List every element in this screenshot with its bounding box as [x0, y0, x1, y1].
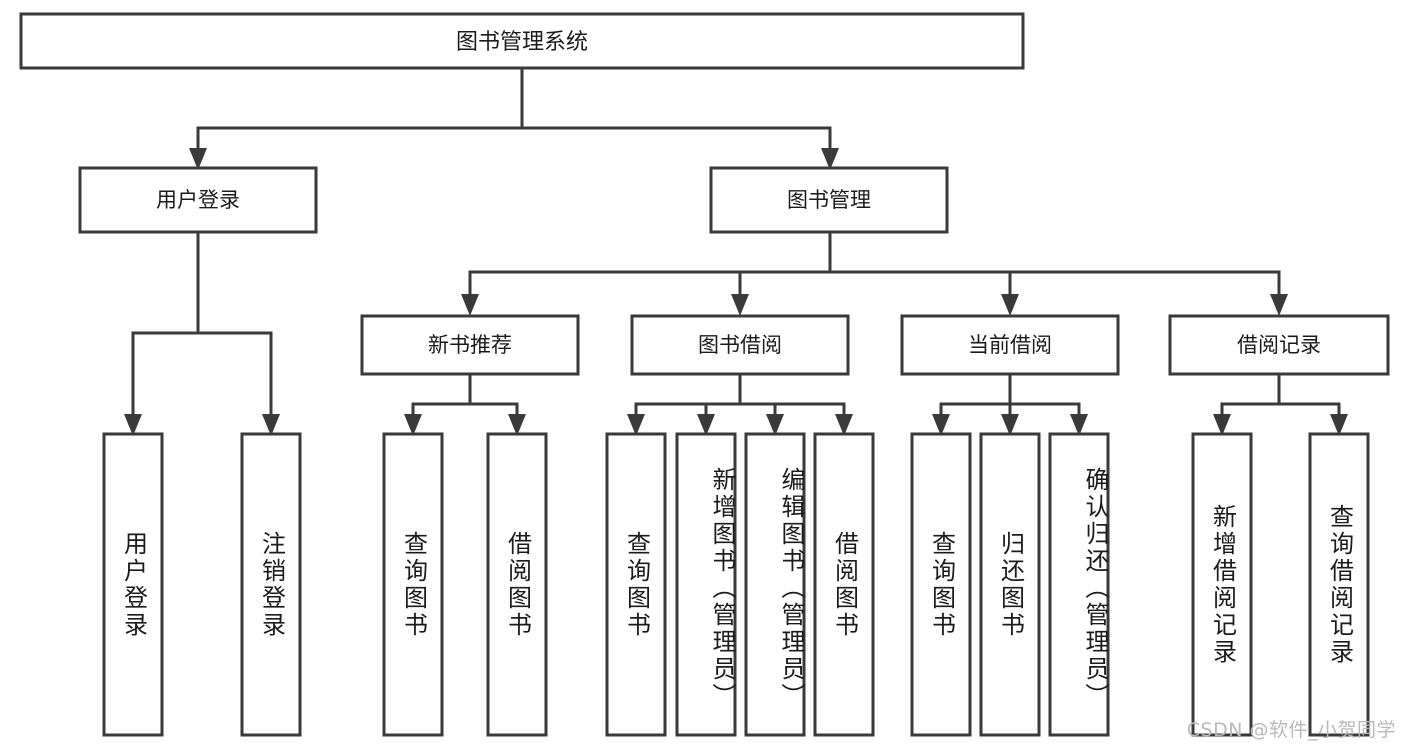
- leaf-box-query-book-1[interactable]: [382, 432, 444, 737]
- arrow-icon: [461, 294, 479, 316]
- node-book-borrow-box[interactable]: [630, 314, 850, 376]
- connector-userlogin-to-leaves: [124, 230, 280, 436]
- connector-root-to-level2: [189, 66, 839, 170]
- leaf-box-add-book[interactable]: [675, 432, 737, 737]
- arrow-icon: [1270, 294, 1288, 316]
- leaf-box-add-record[interactable]: [1191, 432, 1253, 737]
- node-user-login[interactable]: 用户登录: [78, 166, 318, 234]
- node-book-borrow-label: 图书借阅: [698, 333, 782, 357]
- leaf-box-user-login[interactable]: [102, 432, 164, 737]
- leaf-boxes: [102, 432, 1370, 737]
- node-new-book-recommend-label: 新书推荐: [428, 333, 512, 357]
- node-borrow-record-box[interactable]: [1168, 314, 1390, 376]
- node-user-login-box[interactable]: [78, 166, 318, 234]
- node-user-login-label: 用户登录: [156, 188, 240, 212]
- leaf-box-query-book-3[interactable]: [910, 432, 972, 737]
- leaf-box-borrow-book-2[interactable]: [813, 432, 875, 737]
- node-current-borrow-label: 当前借阅: [968, 333, 1052, 357]
- leaf-box-logout-login[interactable]: [240, 432, 302, 737]
- arrow-icon: [1001, 294, 1019, 316]
- leaf-box-return-book[interactable]: [979, 432, 1041, 737]
- connector-bookmgmt-to-level3: [461, 230, 1288, 316]
- leaf-box-confirm-return[interactable]: [1048, 432, 1110, 737]
- connector-currentborrow-to-leaves: [932, 372, 1088, 436]
- node-book-management-label: 图书管理: [787, 188, 871, 212]
- node-current-borrow-box[interactable]: [900, 314, 1120, 376]
- leaf-box-edit-book[interactable]: [744, 432, 806, 737]
- leaf-box-query-record[interactable]: [1308, 432, 1370, 737]
- node-borrow-record-label: 借阅记录: [1237, 333, 1321, 357]
- node-book-management[interactable]: 图书管理: [709, 166, 949, 234]
- node-root-label: 图书管理系统: [456, 30, 588, 55]
- node-borrow-record[interactable]: 借阅记录: [1168, 314, 1390, 376]
- leaf-box-borrow-book-1[interactable]: [486, 432, 548, 737]
- connector-bookborrow-to-leaves: [627, 372, 853, 436]
- node-current-borrow[interactable]: 当前借阅: [900, 314, 1120, 376]
- csdn-watermark: CSDN @软件_小贺同学: [1186, 719, 1396, 741]
- connector-newbook-to-leaves: [404, 372, 526, 436]
- node-book-management-box[interactable]: [709, 166, 949, 234]
- leaf-box-query-book-2[interactable]: [605, 432, 667, 737]
- node-book-borrow[interactable]: 图书借阅: [630, 314, 850, 376]
- node-new-book-recommend-box[interactable]: [360, 314, 580, 376]
- arrow-icon: [731, 294, 749, 316]
- node-root-box[interactable]: [19, 12, 1025, 70]
- node-root[interactable]: 图书管理系统: [19, 12, 1025, 70]
- node-new-book-recommend[interactable]: 新书推荐: [360, 314, 580, 376]
- connector-borrowrecord-to-leaves: [1213, 372, 1348, 436]
